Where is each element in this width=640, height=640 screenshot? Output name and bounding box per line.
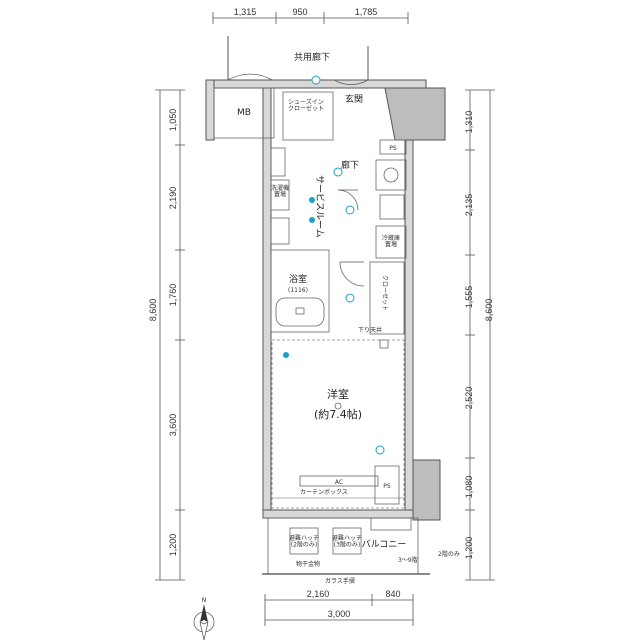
curtain-box-label: カーテンボックス	[300, 488, 348, 496]
right-dim-6: 1,200	[464, 537, 474, 560]
fridge-box	[375, 225, 407, 259]
bath-label: 浴室	[289, 273, 307, 285]
bottom-dim-total: 3,000	[328, 609, 351, 619]
hallway-label: 廊下	[341, 159, 359, 171]
top-dim-2: 950	[292, 7, 307, 17]
right-dim-total: 8,600	[484, 299, 494, 322]
washer-label: 洗濯機置場	[271, 184, 289, 199]
electrical-symbols	[283, 75, 385, 455]
shoes-closet-label: シューズインクローゼット	[288, 98, 324, 113]
handrail-label: 物干金物	[296, 560, 320, 568]
top-dimension-line: 1,315 950 1,785	[212, 7, 409, 24]
ac-unit	[299, 475, 379, 487]
kitchen-counter	[379, 194, 405, 220]
ceiling-drop-label: 下り天井	[358, 326, 382, 334]
washer-box	[270, 179, 290, 211]
western-room-size: (約7.4帖)	[314, 407, 362, 421]
hatch-1-label: 避難ハッチ(2階のみ)	[289, 534, 319, 549]
top-dim-1: 1,315	[234, 7, 257, 17]
ps-bottom-box	[374, 465, 400, 505]
floor2-note: 2階のみ	[438, 550, 460, 558]
left-dim-3: 1,760	[168, 284, 178, 307]
glass-rail-label: ガラス手摺	[325, 577, 355, 585]
cabinet-2	[270, 217, 290, 245]
bottom-dim-2: 840	[385, 589, 400, 599]
mb-box	[213, 87, 275, 139]
hatch-2	[332, 527, 362, 555]
hatch-1	[289, 527, 319, 555]
balcony-label: バルコニー	[362, 539, 407, 550]
kitchen-sink	[375, 159, 407, 191]
top-dim-3: 1,785	[355, 7, 378, 17]
outdoor-unit	[370, 517, 412, 531]
hatch-2-label: 避難ハッチ(3階のみ)	[332, 534, 362, 549]
western-room	[271, 339, 405, 509]
cabinet-1	[270, 147, 286, 177]
left-dim-1: 1,050	[168, 109, 178, 132]
closet-label: クローゼット	[381, 275, 389, 311]
right-dim-1: 1,310	[464, 111, 474, 134]
entrance-label: 玄関	[345, 93, 363, 105]
western-room-label: 洋室	[327, 387, 349, 401]
floors-note: 3〜9階	[398, 556, 418, 564]
outer-walls	[205, 79, 446, 521]
left-dim-4: 3,600	[168, 414, 178, 437]
bottom-dimension-line: 2,160 840 3,000	[264, 589, 414, 626]
left-dimension-lines: 1,050 2,190 1,760 3,600 1,200 8,600	[148, 89, 185, 581]
right-dim-4: 2,520	[464, 387, 474, 410]
right-dim-3: 1,555	[464, 286, 474, 309]
ac-label: AC	[335, 479, 343, 486]
bath-room	[270, 249, 330, 333]
bottom-dim-1: 2,160	[307, 589, 330, 599]
bathtub	[275, 297, 325, 327]
right-dim-2: 2,135	[464, 194, 474, 217]
ps-top-label: PS	[389, 145, 397, 152]
left-dim-5: 1,200	[168, 534, 178, 557]
right-dim-5: 1,080	[464, 476, 474, 499]
bath-size-label: (1116)	[288, 287, 308, 294]
left-dim-2: 2,190	[168, 187, 178, 210]
shoes-closet-box	[282, 91, 334, 141]
closet-box	[369, 261, 405, 335]
fridge-label: 冷蔵庫置場	[382, 234, 400, 249]
ps-bottom-label: PS	[383, 483, 391, 490]
corridor-label: 共用廊下	[294, 51, 330, 63]
service-room-label: サービスルーム	[314, 175, 325, 238]
entrance-doors	[227, 36, 369, 85]
ps-top-box	[379, 139, 407, 155]
right-dimension-lines: 1,310 2,135 1,555 2,520 1,080 1,200 8,60…	[464, 89, 495, 581]
mb-label: MB	[237, 108, 251, 118]
compass-label: N	[202, 597, 207, 604]
left-dim-total: 8,600	[148, 299, 158, 322]
compass-icon: N	[193, 597, 215, 640]
